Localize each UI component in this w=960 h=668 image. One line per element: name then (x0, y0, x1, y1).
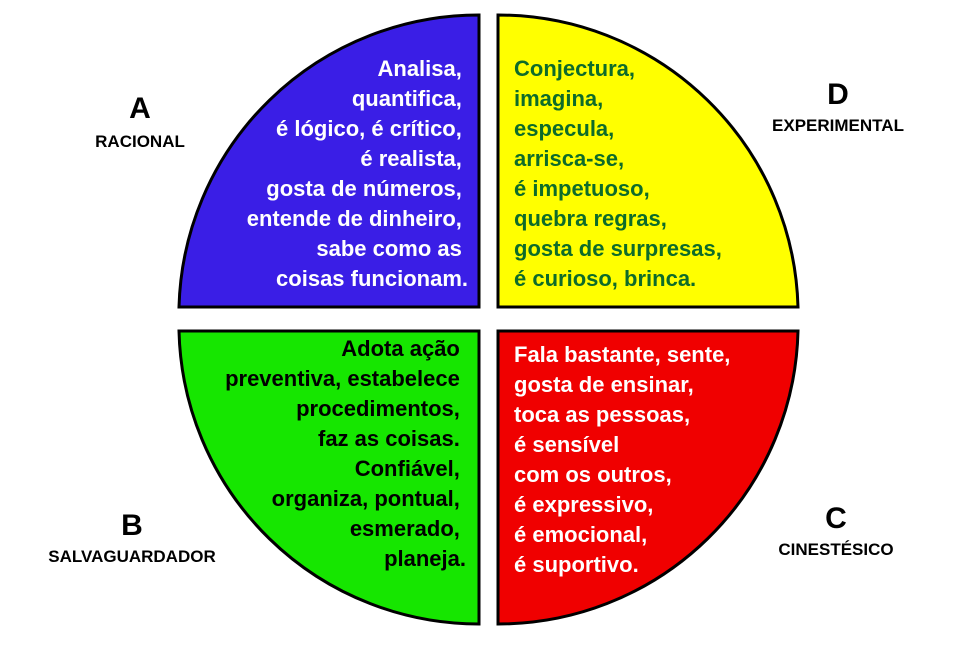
quadrant-d-name: EXPERIMENTAL (772, 116, 904, 135)
quadrant-d-text: Conjectura, imagina, especula, arrisca-s… (514, 56, 728, 291)
quadrant-a-letter: A (129, 92, 151, 125)
quadrant-c-line: é sensível (514, 432, 619, 457)
quadrant-c-letter: C (825, 502, 847, 535)
quadrant-d-line: imagina, (514, 86, 603, 111)
quadrant-b-line: Adota ação (341, 336, 460, 361)
quadrant-a-text: Analisa, quantifica, é lógico, é crítico… (247, 56, 468, 291)
quadrant-b-line: preventiva, estabelece (225, 366, 460, 391)
quadrant-d-letter: D (827, 78, 849, 111)
quadrant-c-line: Fala bastante, sente, (514, 342, 730, 367)
quadrant-a-line: coisas funcionam. (276, 266, 468, 291)
quadrant-a-line: sabe como as (316, 236, 462, 261)
quadrant-d-experimental (496, 13, 800, 309)
quadrant-b-line: Confiável, (355, 456, 460, 481)
quadrant-b-line: faz as coisas. (318, 426, 460, 451)
quadrant-b-salvaguardador (177, 329, 481, 626)
quadrant-a-name: RACIONAL (95, 132, 185, 151)
quadrant-c-line: é suportivo. (514, 552, 639, 577)
quadrant-c-text: Fala bastante, sente, gosta de ensinar, … (514, 342, 737, 577)
quadrant-a-line: é realista, (360, 146, 462, 171)
quadrant-a-line: quantifica, (352, 86, 462, 111)
quadrant-c-line: toca as pessoas, (514, 402, 690, 427)
quadrant-d-line: gosta de surpresas, (514, 236, 722, 261)
quadrant-a-line: é lógico, é crítico, (276, 116, 462, 141)
quadrant-a-line: entende de dinheiro, (247, 206, 462, 231)
quadrant-d-line: é impetuoso, (514, 176, 650, 201)
quadrant-c-line: é expressivo, (514, 492, 653, 517)
quadrant-c-line: com os outros, (514, 462, 672, 487)
quadrant-a-line: Analisa, (378, 56, 462, 81)
quadrant-b-line: esmerado, (350, 516, 460, 541)
quadrant-b-text: Adota ação preventiva, estabelece proced… (225, 336, 466, 571)
quadrant-b-line: procedimentos, (296, 396, 460, 421)
quadrant-a-racional (177, 13, 481, 309)
quadrant-b-line: planeja. (384, 546, 466, 571)
quadrant-d-line: quebra regras, (514, 206, 667, 231)
quadrant-b-line: organiza, pontual, (272, 486, 460, 511)
quadrant-c-line: gosta de ensinar, (514, 372, 694, 397)
quadrant-d-line: arrisca-se, (514, 146, 624, 171)
quadrant-d-line: especula, (514, 116, 614, 141)
quadrant-c-name: CINESTÉSICO (778, 540, 893, 559)
quadrant-b-letter: B (121, 509, 143, 542)
quadrant-d-line: Conjectura, (514, 56, 635, 81)
quadrant-a-line: gosta de números, (266, 176, 462, 201)
quadrant-d-line: é curioso, brinca. (514, 266, 696, 291)
quadrant-c-cinestesico (496, 329, 800, 626)
quadrant-c-line: é emocional, (514, 522, 647, 547)
quadrant-b-name: SALVAGUARDADOR (48, 547, 215, 566)
